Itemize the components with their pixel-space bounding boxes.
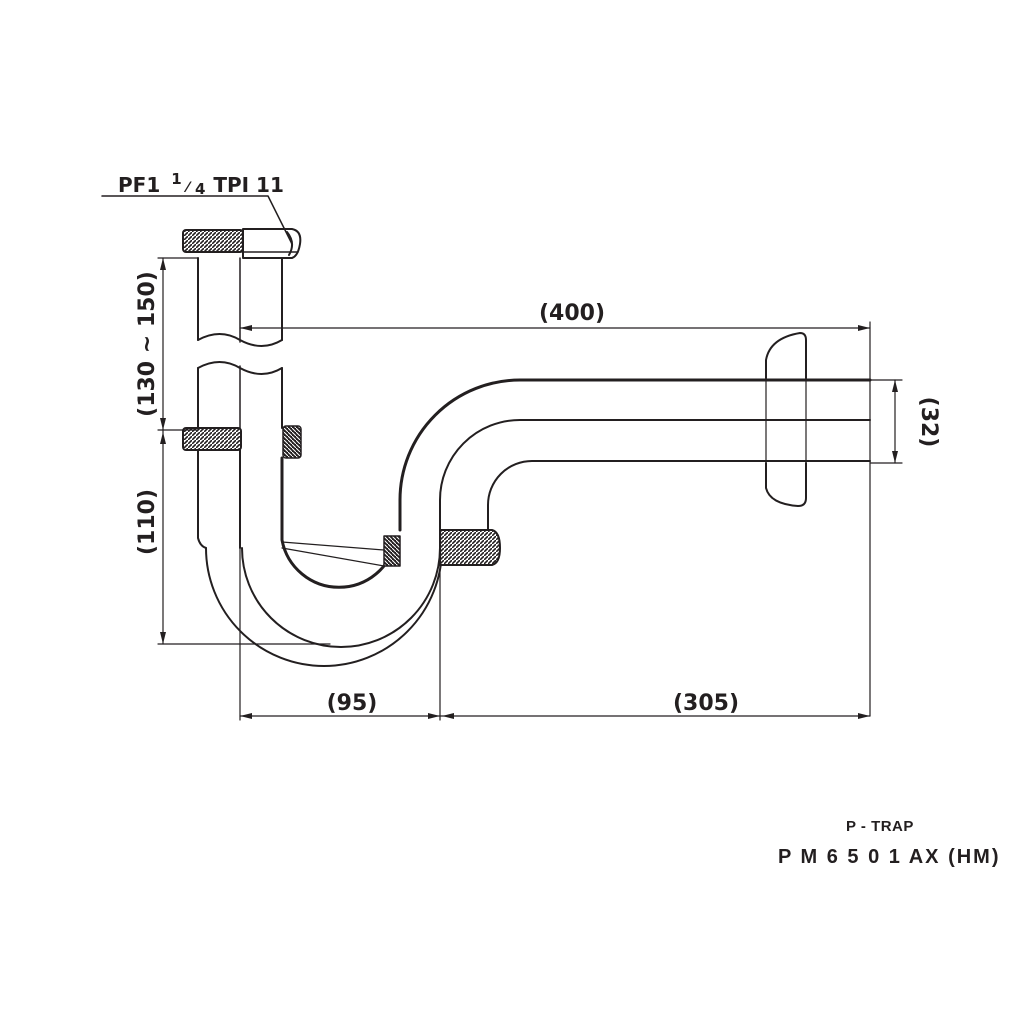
dimension-arrows	[160, 258, 898, 719]
top-slip-nut	[182, 228, 302, 259]
dimension-110: (110)	[135, 489, 160, 555]
thread-leader	[101, 195, 293, 245]
wall-flange	[765, 332, 807, 507]
product-type-label: P - TRAP	[846, 818, 914, 835]
dimension-305: (305)	[673, 691, 739, 716]
j-bend	[197, 449, 443, 667]
model-number-label: P M 6 5 0 1 AX (HM)	[778, 846, 1001, 868]
tailpiece-pipe	[197, 257, 283, 429]
dimension-130-150: (130 ~ 150)	[135, 271, 160, 417]
dimension-32: (32)	[916, 397, 941, 448]
middle-slip-nut	[182, 425, 302, 459]
dimension-95: (95)	[327, 691, 378, 716]
drain-arm	[398, 378, 872, 532]
dimension-lines	[157, 257, 903, 721]
outlet-slip-nut	[439, 529, 501, 566]
dimension-400: (400)	[539, 301, 605, 326]
thread-spec-label: PF1 1 ⁄ 4 TPI 11	[118, 165, 284, 199]
